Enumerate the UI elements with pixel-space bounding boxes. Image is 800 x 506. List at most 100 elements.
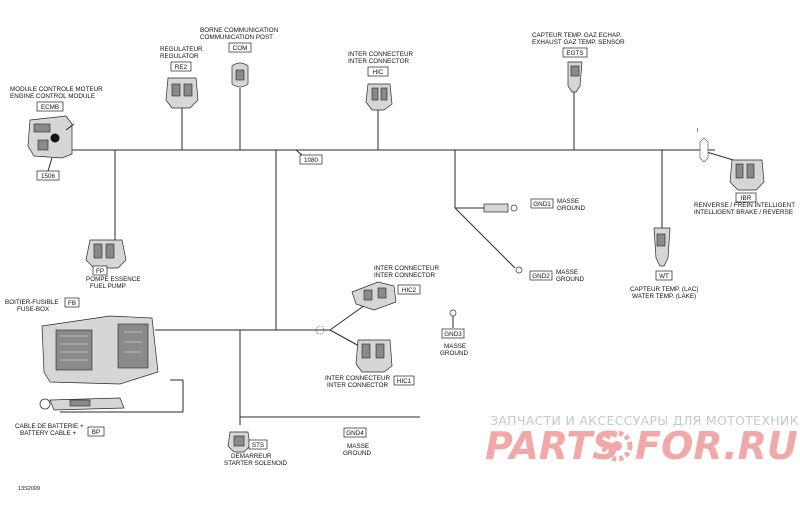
ibr-inline-connector-icon — [699, 137, 709, 163]
hic1-connector-icon — [355, 339, 393, 373]
gnd4-label-en: GROUND — [343, 450, 371, 457]
hic2-label-fr: INTER CONNECTEUR — [374, 265, 440, 272]
ground-gnd3: GND3 MASSE GROUND — [440, 309, 468, 357]
exhaust-temp-sensor: CAPTEUR TEMP. GAZ ECHAP. EXHAUST GAZ TEM… — [532, 32, 625, 108]
bp-code-box — [87, 426, 105, 437]
gnd2-code-box — [529, 270, 553, 281]
fp-label-fr: POMPE ESSENCE — [86, 276, 141, 283]
gnd2-code: GND2 — [532, 273, 550, 280]
regulator-code-box — [170, 61, 192, 72]
hic-connector-icon — [365, 83, 393, 111]
com-code: COM — [233, 45, 248, 52]
ibr-label-en: INTELLIGENT BRAKE / REVERSE — [694, 209, 793, 216]
gnd3-label-fr: MASSE — [444, 343, 466, 350]
gnd4-label-fr: MASSE — [347, 443, 369, 450]
wt-code-box — [655, 270, 673, 281]
hic2-code-box — [397, 284, 421, 295]
fp-code: FP — [96, 268, 104, 275]
watermark-tagline: ЗАПЧАСТИ И АКСЕССУАРЫ ДЛЯ МОТОТЕХНИКИ — [490, 413, 800, 428]
wt-label-fr: CAPTEUR TEMP. (LAC) — [630, 286, 698, 293]
watermark-logo-left: PARTS — [485, 424, 620, 468]
battery-cable: CABLE DE BATTERIE + BATTERY CABLE + BP — [15, 397, 125, 437]
ecm-code: ECMB — [41, 104, 59, 111]
egts-code: EGTS — [566, 50, 583, 57]
water-temp-sensor: WT CAPTEUR TEMP. (LAC) WATER TEMP. (LAKE… — [630, 227, 698, 300]
battery-label-en: BATTERY CABLE + — [20, 430, 76, 437]
ecm-label-en: ENGINE CONTROL MODULE — [10, 93, 95, 100]
gnd2-label-en: GROUND — [556, 276, 584, 283]
battery-terminal-icon — [39, 398, 51, 410]
starter-label-en: STARTER SOLENOID — [224, 460, 288, 467]
com-label-fr: BORNE COMMUNICATION — [200, 27, 279, 34]
gear-icon — [601, 430, 633, 462]
hic2-label-en: INTER CONNECTOR — [374, 272, 436, 279]
splice-1080: 1080 — [295, 149, 323, 165]
regulator-label-fr: REGULATEUR — [160, 46, 203, 53]
sts-code: STS — [252, 442, 264, 449]
inter-connector-hic: INTER CONNECTEUR INTER CONNECTOR HIC — [348, 51, 414, 111]
gnd4-code: GND4 — [346, 430, 364, 437]
water-temp-sensor-icon — [653, 227, 671, 267]
watermark: ЗАПЧАСТИ И АКСЕССУАРЫ ДЛЯ МОТОТЕХНИКИ PA… — [485, 413, 800, 468]
svg-text:I: I — [697, 128, 699, 134]
ecm-label-fr: MODULE CONTROLE MOTEUR — [10, 86, 103, 93]
gnd1-code-box — [530, 198, 554, 209]
hic-label-fr: INTER CONNECTEUR — [348, 51, 414, 58]
battery-label-fr: CABLE DE BATTERIE + — [15, 423, 84, 430]
intelligent-brake-reverse: I IBR RENVERSE / FREIN INTELLIGENT INTEL… — [694, 128, 795, 216]
hic1-code: HIC1 — [397, 378, 412, 385]
gnd3-code: GND3 — [444, 331, 462, 338]
gnd2-lug-icon — [515, 266, 523, 274]
com-post: BORNE COMMUNICATION COMMUNICATION POST C… — [200, 27, 279, 88]
gnd3-lug-icon — [449, 309, 457, 317]
ecm-connector-code: 1506 — [41, 173, 56, 180]
hic1-code-box — [393, 375, 415, 386]
starter-label-fr: DEMARREUR — [231, 453, 272, 460]
fuse-box: BOITIER-FUSIBLE FUSE-BOX FB — [5, 297, 159, 385]
watermark-logo-right: FOR.RU — [635, 424, 798, 468]
hic1-label-fr: INTER CONNECTEUR — [325, 375, 391, 382]
regulator: REGULATEUR REGULATOR RE2 — [160, 46, 203, 109]
hic1-label-en: INTER CONNECTOR — [327, 382, 389, 389]
fuel-pump: FP POMPE ESSENCE FUEL PUMP — [85, 239, 141, 290]
hic-code: HIC — [373, 69, 384, 76]
regulator-code: RE2 — [175, 64, 188, 71]
gnd1-code: GND1 — [533, 201, 551, 208]
drawing-number: 13S2009 — [18, 486, 40, 492]
splice-code: 1080 — [304, 157, 319, 164]
hic2-connector-icon — [351, 281, 397, 311]
inter-connector-hic2: INTER CONNECTEUR INTER CONNECTOR HIC2 — [351, 265, 440, 311]
ibr-label-fr: RENVERSE / FREIN INTELLIGENT — [694, 202, 795, 209]
ground-gnd1: GND1 MASSE GROUND — [483, 198, 585, 213]
bp-code: BP — [92, 429, 100, 436]
fp-code-box — [92, 265, 108, 276]
inter-connector-hic1: HIC1 INTER CONNECTEUR INTER CONNECTOR — [325, 339, 415, 389]
fb-code-box — [64, 297, 80, 308]
starter-solenoid: STS DEMARREUR STARTER SOLENOID — [224, 431, 288, 467]
ecm-module: MODULE CONTROLE MOTEUR ENGINE CONTROL MO… — [10, 86, 103, 181]
gnd1-label-fr: MASSE — [557, 198, 579, 205]
harness-wires — [60, 88, 741, 425]
gnd1-lug-icon — [483, 203, 509, 213]
fp-label-en: FUEL PUMP — [90, 283, 126, 290]
ground-gnd4: GND4 MASSE GROUND — [343, 427, 371, 457]
ground-gnd2: GND2 MASSE GROUND — [515, 266, 584, 283]
splice-code-box — [299, 154, 323, 165]
hic-label-en: INTER CONNECTOR — [348, 58, 410, 65]
ibr-code: IBR — [741, 195, 752, 202]
gnd4-code-box — [343, 427, 367, 438]
gnd3-label-en: GROUND — [440, 350, 468, 357]
ecm-code-box — [36, 101, 64, 112]
fb-code: FB — [68, 300, 76, 307]
egts-label-en: EXHAUST GAZ TEMP. SENSOR — [532, 39, 625, 46]
wt-code: WT — [659, 273, 669, 280]
sts-code-box — [248, 439, 268, 450]
com-label-en: COMMUNICATION POST — [200, 34, 273, 41]
gnd3-code-box — [441, 328, 465, 339]
regulator-label-en: REGULATOR — [160, 53, 199, 60]
egts-label-fr: CAPTEUR TEMP. GAZ ECHAP. — [532, 32, 621, 39]
com-code-box — [228, 42, 252, 53]
gnd2-label-fr: MASSE — [556, 269, 578, 276]
egts-code-box — [562, 47, 588, 58]
